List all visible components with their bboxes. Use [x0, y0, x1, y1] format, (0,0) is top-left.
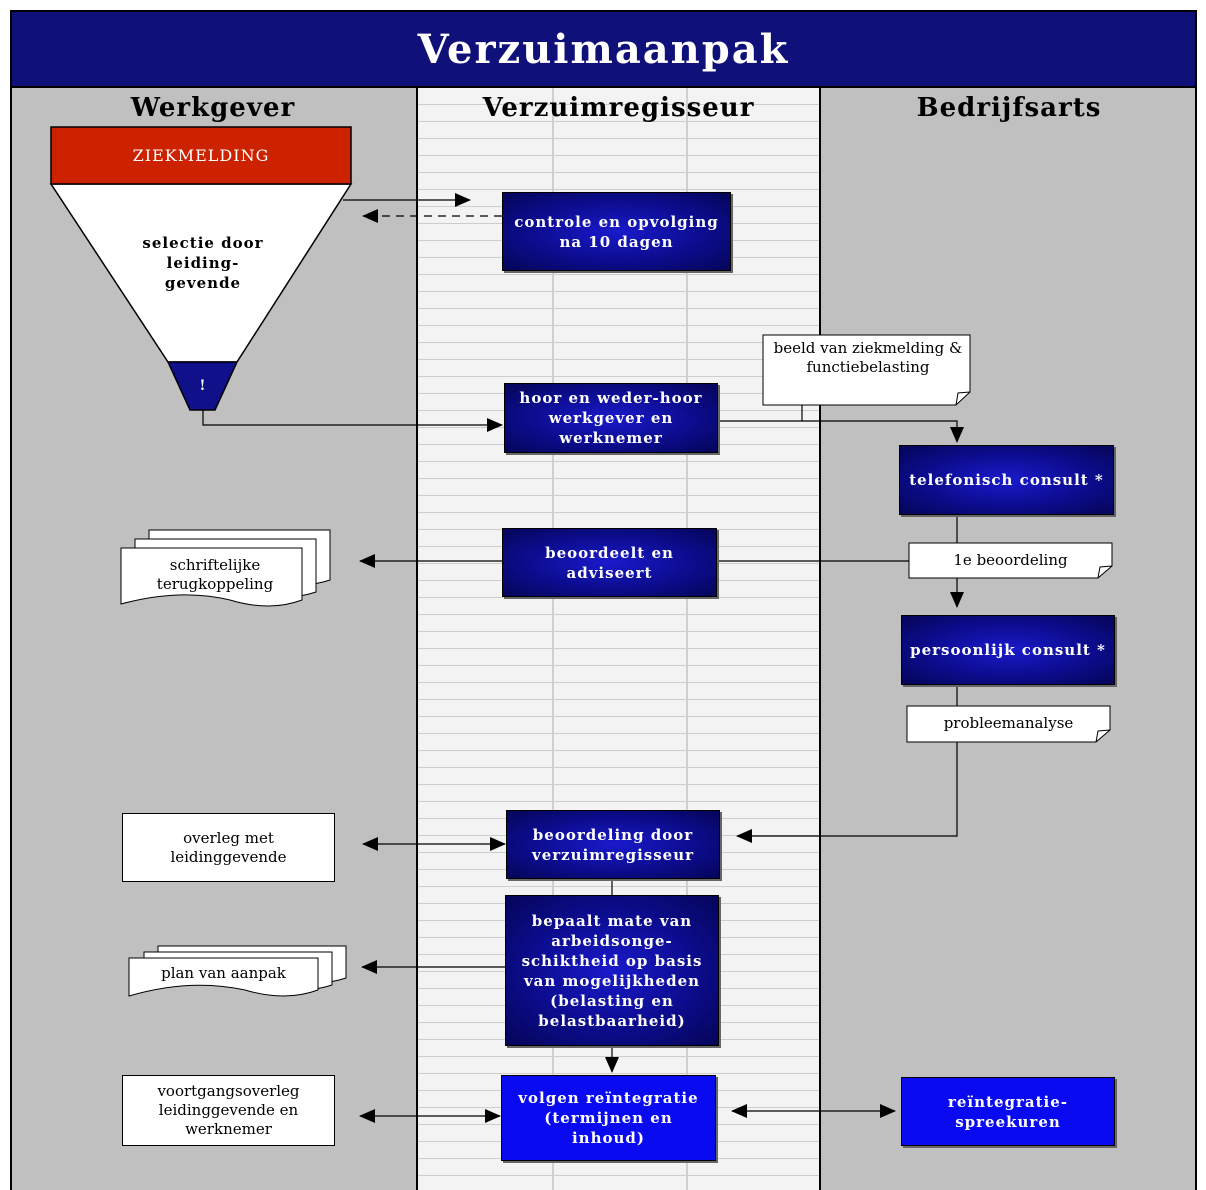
box-persoonlijk-consult: persoonlijk consult * — [901, 615, 1115, 685]
document-probleemanalyse-shape — [906, 705, 1111, 743]
document-schriftelijke-shape — [120, 547, 303, 607]
document-plan-shape — [128, 957, 319, 997]
box-telefonisch-consult: telefonisch consult * — [899, 445, 1114, 515]
document-plan-label: plan van aanpak — [161, 964, 286, 982]
arrow-funnel-to-hoor — [202, 410, 503, 432]
funnel-tip-exclamation: ! — [199, 378, 206, 394]
box-controle-opvolging: controle en opvolging na 10 dagen — [502, 192, 731, 271]
arrow-probleemanalyse-to-beoordeling — [736, 742, 958, 843]
box-beoordeelt-adviseert: beoordeelt en adviseert — [502, 528, 717, 597]
ziekmelding-funnel — [49, 126, 353, 411]
document-1e-beoordeling-label: 1e beoordeling — [953, 551, 1068, 569]
funnel-selectie-label: selectie door leiding-gevende — [142, 234, 264, 292]
diagram-title-bar: Verzuimaanpak — [10, 10, 1197, 88]
document-beeld-shape — [762, 334, 971, 406]
lane-header-bedrijfsarts: Bedrijfsarts — [916, 93, 1102, 123]
document-probleemanalyse-label: probleemanalyse — [943, 714, 1074, 732]
note-voortgangsoverleg: voortgangsoverleg leidinggevende en werk… — [122, 1075, 335, 1146]
box-bepaalt-mate: bepaalt mate van arbeidsonge-schiktheid … — [505, 895, 719, 1046]
document-1e-beoordeling-shape — [908, 542, 1113, 579]
box-beoordeling-verzuimregisseur: beoordeling door verzuimregisseur — [506, 810, 720, 879]
box-volgen-reintegratie: volgen reïntegratie (termijnen en inhoud… — [501, 1075, 716, 1161]
box-hoor-wederhoor: hoor en weder-hoor werkgever en werkneme… — [504, 383, 718, 453]
document-beeld-label: beeld van ziekmelding & functiebelasting — [773, 339, 963, 376]
note-overleg-leidinggevende: overleg met leidinggevende — [122, 813, 335, 882]
lane-header-verzuimregisseur: Verzuimregisseur — [482, 93, 755, 123]
diagram-title: Verzuimaanpak — [417, 25, 790, 73]
box-reintegratie-spreekuren: reïntegratie-spreekuren — [901, 1077, 1115, 1146]
arrow-hoor-to-telefonisch — [718, 420, 964, 443]
lane-header-werkgever: Werkgever — [130, 93, 296, 123]
document-schriftelijke-label: schriftelijke terugkoppeling — [156, 556, 274, 593]
ziekmelding-label: ZIEKMELDING — [132, 146, 270, 165]
